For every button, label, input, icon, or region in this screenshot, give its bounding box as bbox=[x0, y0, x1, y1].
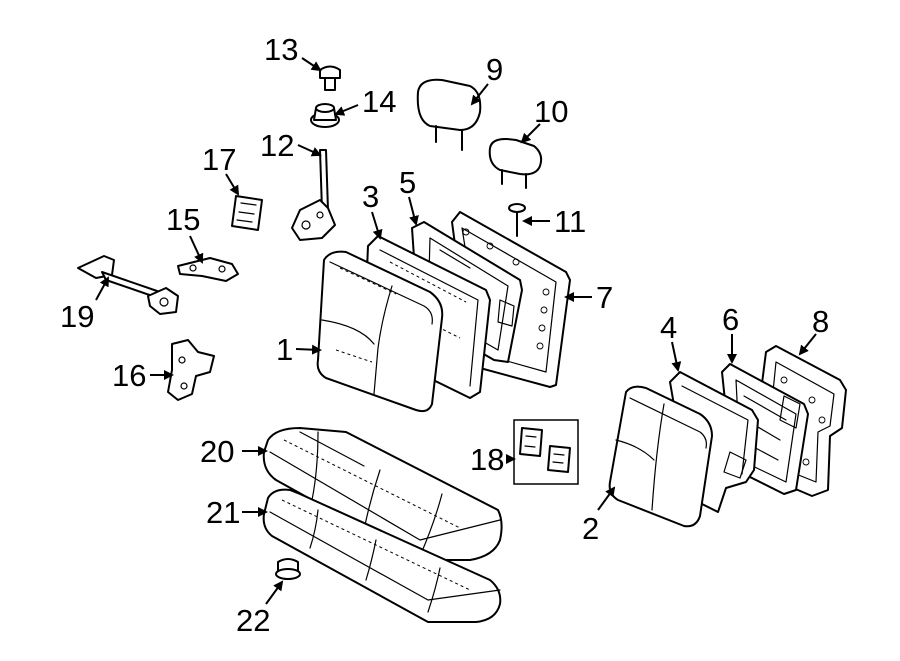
part-15-hinge bbox=[177, 257, 239, 282]
part-13-bolt bbox=[319, 65, 341, 91]
part-22-grommet bbox=[275, 558, 301, 580]
callout-12: 12 bbox=[260, 128, 294, 163]
leader-14 bbox=[334, 104, 359, 116]
leader-17 bbox=[225, 173, 240, 196]
part-9-headrest bbox=[416, 78, 482, 151]
callout-11: 11 bbox=[554, 204, 586, 239]
part-20-seat-cushion bbox=[262, 427, 503, 561]
leader-8 bbox=[798, 333, 817, 356]
callout-18: 18 bbox=[470, 442, 504, 477]
leader-lines bbox=[95, 57, 817, 605]
part-17-pad bbox=[231, 195, 263, 231]
callout-19: 19 bbox=[60, 299, 94, 334]
leader-22 bbox=[265, 580, 284, 605]
part-11-pin bbox=[508, 203, 526, 237]
callout-2: 2 bbox=[582, 511, 599, 546]
callout-4: 4 bbox=[660, 310, 677, 345]
callout-20: 20 bbox=[200, 434, 234, 469]
part-16-latch bbox=[167, 339, 215, 401]
part-14-nut bbox=[310, 103, 340, 128]
callout-17: 17 bbox=[202, 142, 236, 177]
callout-14: 14 bbox=[362, 84, 396, 119]
callout-3: 3 bbox=[362, 179, 379, 214]
leader-1 bbox=[295, 344, 322, 355]
part-21-seat-pad bbox=[262, 488, 502, 623]
leader-13 bbox=[301, 57, 322, 72]
leader-2 bbox=[597, 486, 616, 511]
leader-19 bbox=[95, 276, 109, 301]
part-10-headrest bbox=[488, 138, 543, 189]
leader-5 bbox=[408, 196, 419, 226]
part-1-seatback bbox=[316, 250, 444, 413]
leader-10 bbox=[520, 123, 541, 144]
callout-1: 1 bbox=[276, 332, 293, 367]
callout-16: 16 bbox=[112, 358, 146, 393]
callout-15: 15 bbox=[166, 202, 200, 237]
callout-21: 21 bbox=[206, 495, 240, 530]
callout-5: 5 bbox=[399, 165, 416, 200]
leader-9 bbox=[470, 83, 489, 106]
callout-8: 8 bbox=[812, 304, 829, 339]
callout-13: 13 bbox=[264, 32, 298, 67]
leader-3 bbox=[371, 211, 383, 240]
callout-9: 9 bbox=[486, 52, 503, 87]
callout-6: 6 bbox=[722, 302, 739, 337]
callout-22: 22 bbox=[236, 603, 270, 638]
leader-4 bbox=[671, 341, 682, 372]
callout-10: 10 bbox=[534, 94, 568, 129]
callout-labels: 1 2 3 4 5 6 7 8 9 10 11 12 13 14 15 16 1… bbox=[60, 32, 829, 638]
leader-15 bbox=[189, 235, 204, 264]
callout-7: 7 bbox=[596, 280, 613, 315]
part-12-bracket bbox=[291, 149, 336, 241]
part-18-clips bbox=[513, 419, 579, 485]
leader-12 bbox=[297, 144, 322, 157]
